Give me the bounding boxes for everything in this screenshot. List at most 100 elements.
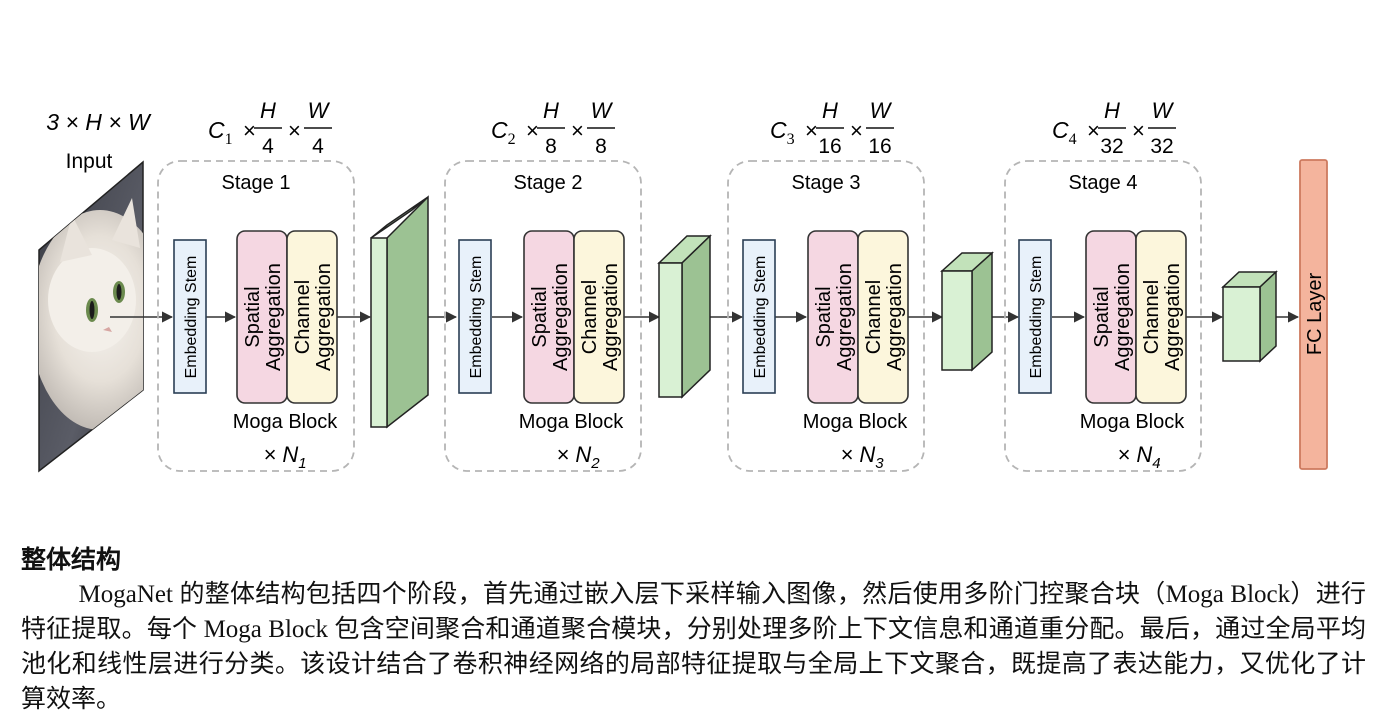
repeat-text: × N xyxy=(556,442,591,467)
repeat-count-label: × N1 xyxy=(263,442,306,472)
moga-block-label: Moga Block xyxy=(233,411,338,433)
moga-block-label: Moga Block xyxy=(1080,411,1185,433)
channel-label-line1: Channel xyxy=(292,280,314,355)
dims-h-denominator: 32 xyxy=(1100,135,1123,158)
dims-h-denominator: 16 xyxy=(818,135,841,158)
fc-layer: FC Layer xyxy=(1299,159,1328,470)
spatial-label-line2: Aggregation xyxy=(550,263,572,371)
input-label: Input xyxy=(66,150,113,173)
repeat-text: × N xyxy=(1117,442,1152,467)
moganet-architecture-diagram: 3 × H × W Input Stage 1E xyxy=(38,98,1328,473)
dims-h-denominator: 4 xyxy=(262,135,274,158)
stage-container xyxy=(727,160,925,472)
repeat-count-label: × N4 xyxy=(1117,442,1160,472)
moga-block-label: Moga Block xyxy=(803,411,908,433)
times-symbol: × xyxy=(571,118,584,143)
stage-container xyxy=(444,160,642,472)
embedding-stem-label: Embedding Stem xyxy=(1028,256,1045,379)
embedding-stem: Embedding Stem xyxy=(458,239,492,394)
dims-w-denominator: 8 xyxy=(595,135,607,158)
channel-label-line1: Channel xyxy=(1141,280,1163,355)
stage-title: Stage 3 xyxy=(792,172,861,194)
stage-container xyxy=(157,160,355,472)
channel-label-line1: Channel xyxy=(863,280,885,355)
spatial-label-line1: Spatial xyxy=(1091,286,1113,347)
dims-w-denominator: 16 xyxy=(868,135,891,158)
input-dims: 3 × H × W xyxy=(46,109,152,135)
embedding-stem: Embedding Stem xyxy=(173,239,207,394)
section-body-text: MogaNet 的整体结构包括四个阶段，首先通过嵌入层下采样输入图像，然后使用多… xyxy=(21,581,1366,713)
channel-label-line2: Aggregation xyxy=(313,263,335,371)
stage-title: Stage 4 xyxy=(1069,172,1138,194)
channel-label-line2: Aggregation xyxy=(1162,263,1184,371)
times-symbol: × xyxy=(526,118,539,143)
repeat-text: × N xyxy=(263,442,298,467)
embedding-stem-label: Embedding Stem xyxy=(183,256,200,379)
input-cat-image xyxy=(38,160,144,473)
repeat-subscript: 3 xyxy=(875,455,884,472)
repeat-subscript: 2 xyxy=(590,455,600,472)
spatial-label-line2: Aggregation xyxy=(263,263,285,371)
times-symbol: × xyxy=(805,118,818,143)
channel-label-line2: Aggregation xyxy=(884,263,906,371)
times-symbol: × xyxy=(243,118,256,143)
stage-title: Stage 1 xyxy=(222,172,291,194)
times-symbol: × xyxy=(850,118,863,143)
feature-map-4 xyxy=(1221,270,1278,363)
spatial-label-line1: Spatial xyxy=(529,286,551,347)
spatial-label-line2: Aggregation xyxy=(834,263,856,371)
channel-label-line1: Channel xyxy=(579,280,601,355)
stage-output-dims: C2×H8×W8 xyxy=(491,98,615,158)
dims-w-numerator: W xyxy=(591,98,614,123)
dims-w-numerator: W xyxy=(1152,98,1175,123)
stage-container xyxy=(1004,160,1202,472)
dims-h-numerator: H xyxy=(260,98,276,123)
dims-h-denominator: 8 xyxy=(545,135,557,158)
embedding-stem-label: Embedding Stem xyxy=(752,256,769,379)
spatial-label-line2: Aggregation xyxy=(1112,263,1134,371)
dims-h-numerator: H xyxy=(1104,98,1120,123)
stage-output-dims: C1×H4×W4 xyxy=(208,98,332,158)
times-symbol: × xyxy=(1132,118,1145,143)
repeat-subscript: 1 xyxy=(298,455,306,472)
stage-title: Stage 2 xyxy=(514,172,583,194)
spatial-label-line1: Spatial xyxy=(242,286,264,347)
dims-channel: C1 xyxy=(208,117,233,148)
stage-output-dims: C3×H16×W16 xyxy=(770,98,894,158)
embedding-stem-label: Embedding Stem xyxy=(468,256,485,379)
dims-channel: C3 xyxy=(770,117,795,148)
dims-channel: C4 xyxy=(1052,117,1077,148)
feature-map-3 xyxy=(940,251,994,372)
repeat-subscript: 4 xyxy=(1152,455,1160,472)
dims-channel: C2 xyxy=(491,117,516,148)
section-heading: 整体结构 xyxy=(21,545,122,574)
spatial-label-line1: Spatial xyxy=(813,286,835,347)
embedding-stem: Embedding Stem xyxy=(742,239,776,394)
fc-layer-label: FC Layer xyxy=(1304,273,1326,356)
dims-w-numerator: W xyxy=(870,98,893,123)
channel-label-line2: Aggregation xyxy=(600,263,622,371)
dims-w-denominator: 32 xyxy=(1150,135,1173,158)
repeat-text: × N xyxy=(840,442,875,467)
times-symbol: × xyxy=(1087,118,1100,143)
dims-w-denominator: 4 xyxy=(312,135,324,158)
dims-h-numerator: H xyxy=(822,98,838,123)
stage-output-dims: C4×H32×W32 xyxy=(1052,98,1176,158)
embedding-stem: Embedding Stem xyxy=(1018,239,1052,394)
dims-h-numerator: H xyxy=(543,98,559,123)
moga-block-label: Moga Block xyxy=(519,411,624,433)
repeat-count-label: × N3 xyxy=(840,442,884,472)
feature-map-1 xyxy=(370,195,429,429)
repeat-count-label: × N2 xyxy=(556,442,600,472)
